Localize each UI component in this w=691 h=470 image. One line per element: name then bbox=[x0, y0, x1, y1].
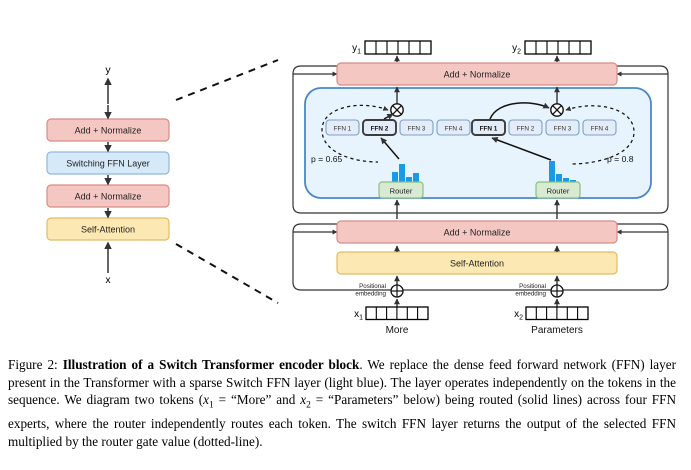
left-input-label: x bbox=[105, 274, 111, 286]
token-column-2: y2 p = 0.8 FFN 1 bbox=[471, 40, 635, 336]
token-2-word: Parameters bbox=[531, 325, 583, 336]
left-encoder-block: y Add + Normalize Switching FFN Layer Ad… bbox=[46, 64, 170, 286]
token-2-experts: FFN 1 FFN 2 FFN 3 FFN 4 bbox=[471, 119, 617, 136]
token-2-gate-dotted-path bbox=[565, 105, 635, 165]
expansion-guides bbox=[175, 59, 279, 304]
token-2-expert-3-label: FFN 3 bbox=[554, 126, 572, 133]
token-1-expert-1 bbox=[325, 119, 360, 136]
token-2-expert-1-label: FFN 1 bbox=[480, 126, 498, 133]
token-1-output-cells bbox=[364, 40, 432, 55]
token-2-expert-to-gate-arrow bbox=[489, 102, 550, 120]
token-1-input-cells bbox=[365, 306, 429, 321]
switch-ffn-panel bbox=[304, 87, 652, 199]
token-1-expert-1-label: FFN 1 bbox=[334, 126, 352, 133]
figure-caption-part-1: . We replace the dense feed forward netw… bbox=[8, 357, 676, 408]
token-column-1: y1 p = 0.65 FFN 1 bbox=[311, 40, 471, 336]
figure-caption: Figure 2: Illustration of a Switch Trans… bbox=[8, 356, 676, 451]
token-1-output-label: y1 bbox=[352, 43, 361, 56]
figure-title: Illustration of a Switch Transformer enc… bbox=[62, 357, 360, 372]
token-2-router-to-expert-arrow bbox=[491, 137, 552, 161]
caption-var-x1: x1 bbox=[203, 392, 214, 411]
right-add-normalize-bottom bbox=[336, 220, 618, 244]
token-2-input-cells bbox=[525, 306, 589, 321]
token-2-expert-2-label: FFN 2 bbox=[517, 126, 535, 133]
token-1-experts: FFN 1 FFN 2 FFN 3 FFN 4 bbox=[325, 119, 471, 136]
token-2-expert-4-label: FFN 4 bbox=[591, 126, 609, 133]
guide-line-lower bbox=[175, 243, 279, 304]
token-2-router-box bbox=[535, 181, 581, 199]
token-1-expert-2 bbox=[362, 119, 397, 136]
token-2-input-label: x2 bbox=[514, 309, 523, 322]
token-2-output-label: y2 bbox=[512, 43, 521, 56]
token-1-expert-to-gate-arrow bbox=[383, 113, 394, 120]
token-1-router-to-expert-arrow bbox=[380, 137, 400, 160]
token-1-expert-3 bbox=[399, 119, 434, 136]
token-2-router-label: Router bbox=[547, 187, 570, 196]
token-1-gate-dotted-path bbox=[321, 104, 389, 163]
token-1-expert-2-label: FFN 2 bbox=[371, 126, 389, 133]
left-add-normalize-top-label: Add + Normalize bbox=[75, 126, 142, 136]
token-1-expert-3-label: FFN 3 bbox=[408, 126, 426, 133]
left-self-attention-label: Self-Attention bbox=[81, 225, 135, 235]
token-1-router-histogram bbox=[392, 164, 419, 182]
guide-line-upper bbox=[175, 59, 279, 101]
right-self-attention bbox=[336, 251, 618, 275]
right-self-attention-label: Self-Attention bbox=[450, 259, 504, 269]
left-add-normalize-bottom-label: Add + Normalize bbox=[75, 192, 142, 202]
token-1-expert-4 bbox=[436, 119, 471, 136]
token-1-router-label: Router bbox=[390, 187, 413, 196]
right-add-normalize-bottom-label: Add + Normalize bbox=[444, 228, 511, 238]
token-1-input-label: x1 bbox=[354, 309, 363, 322]
figure-label: Figure 2: bbox=[8, 357, 58, 372]
token-1-expert-4-label: FFN 4 bbox=[445, 126, 463, 133]
figure-caption-part-2: = “More” and bbox=[213, 392, 301, 408]
token-1-p-label: p = 0.65 bbox=[311, 154, 343, 164]
left-switching-ffn-layer-label: Switching FFN Layer bbox=[66, 159, 150, 169]
left-output-label: y bbox=[105, 64, 111, 76]
caption-var-x2: x2 bbox=[300, 392, 311, 411]
token-2-expert-2 bbox=[508, 119, 543, 136]
token-2-output-cells bbox=[524, 40, 592, 55]
token-2-p-label: p = 0.8 bbox=[607, 154, 634, 164]
token-2-expert-1 bbox=[471, 119, 506, 136]
figure-caption-part-3: = “Parameters” below) being routed (soli… bbox=[8, 392, 676, 450]
right-add-normalize-top bbox=[336, 62, 618, 86]
right-expanded-block: Add + Normalize Add + Normalize Self-Att… bbox=[292, 40, 669, 336]
token-2-router-histogram bbox=[549, 161, 576, 182]
token-2-expert-3 bbox=[545, 119, 580, 136]
token-2-expert-4 bbox=[582, 119, 617, 136]
token-1-word: More bbox=[386, 325, 409, 336]
right-add-normalize-top-label: Add + Normalize bbox=[444, 70, 511, 80]
figure-diagram: y Add + Normalize Switching FFN Layer Ad… bbox=[46, 40, 669, 336]
token-1-router-box bbox=[378, 181, 424, 199]
